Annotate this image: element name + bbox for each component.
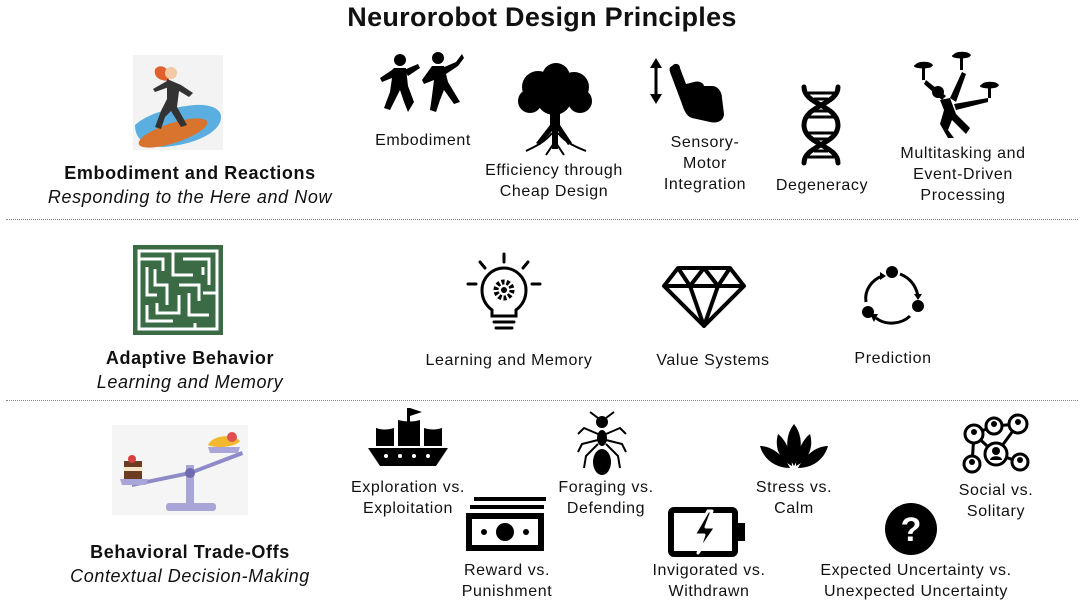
label-multitasking: Multitasking and Event-Driven Processing	[900, 145, 1026, 204]
lightbulb-gear-icon	[466, 252, 542, 330]
svg-text:?: ?	[901, 511, 922, 549]
page-title: Neurorobot Design Principles	[347, 2, 737, 32]
label-prediction: Prediction	[854, 350, 932, 367]
label-learning: Learning and Memory	[425, 352, 593, 369]
section-title-adaptive: Adaptive Behavior	[105, 348, 275, 368]
ant-icon	[577, 411, 627, 475]
label-reward: Reward vs. Punishment	[461, 562, 553, 600]
tree-icon	[518, 63, 592, 156]
diamond-icon	[662, 266, 746, 328]
dna-icon	[801, 84, 841, 166]
label-social: Social vs. Solitary	[958, 482, 1034, 520]
label-degeneracy: Degeneracy	[775, 177, 869, 194]
lotus-icon	[760, 424, 828, 468]
label-uncertainty: Expected Uncertainty vs. Unexpected Unce…	[820, 562, 1012, 600]
section-title-embodiment: Embodiment and Reactions	[64, 163, 316, 183]
section-subtitle-embodiment: Responding to the Here and Now	[47, 187, 333, 207]
label-value-systems: Value Systems	[656, 352, 770, 369]
label-invigorated: Invigorated vs. Withdrawn	[652, 562, 766, 600]
label-stress: Stress vs. Calm	[755, 479, 833, 517]
dancers-icon	[380, 52, 464, 112]
pointing-hand-icon	[650, 58, 724, 123]
social-network-icon	[962, 413, 1030, 474]
battery-icon	[668, 507, 745, 557]
section-subtitle-tradeoffs: Contextual Decision-Making	[70, 566, 310, 586]
label-foraging: Foraging vs. Defending	[558, 479, 654, 517]
section-title-tradeoffs: Behavioral Trade-Offs	[90, 542, 290, 562]
section-divider	[6, 219, 1078, 220]
juggler-icon	[914, 51, 1000, 138]
section-subtitle-adaptive: Learning and Memory	[96, 372, 284, 392]
label-exploration: Exploration vs. Exploitation	[351, 479, 465, 517]
question-icon: ?	[885, 503, 937, 555]
pirate-ship-icon	[368, 408, 448, 466]
section-divider	[6, 400, 1078, 401]
balance-scale-image	[112, 425, 248, 515]
cycle-arrows-icon	[862, 266, 924, 325]
label-sensory-motor: Sensory- Motor Integration	[663, 134, 747, 193]
money-icon	[466, 497, 546, 551]
label-embodiment: Embodiment	[375, 132, 471, 149]
surfer-image	[133, 55, 223, 150]
label-efficiency: Efficiency through Cheap Design	[485, 162, 623, 200]
maze-image	[133, 245, 223, 335]
